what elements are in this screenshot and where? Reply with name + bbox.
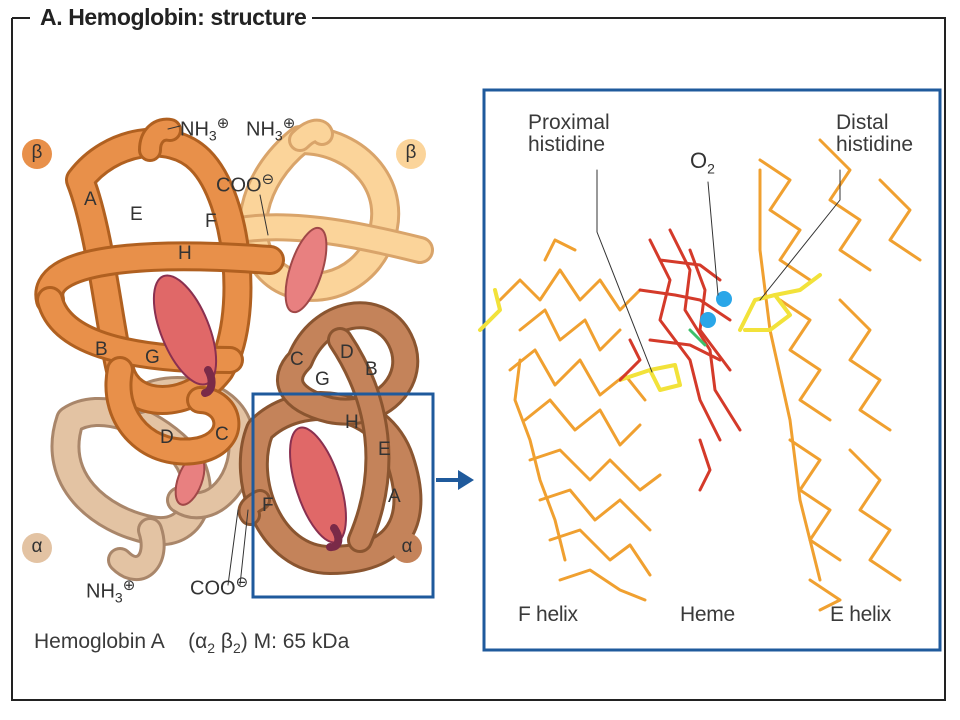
helix-letter: A bbox=[388, 486, 401, 507]
hemoglobin-tetramer bbox=[34, 117, 434, 586]
helix-letter: A bbox=[84, 189, 97, 210]
f-helix-label: F helix bbox=[518, 603, 578, 626]
helix-letter: H bbox=[178, 243, 192, 264]
helix-letter: E bbox=[130, 204, 143, 225]
oxygen-atom-1 bbox=[700, 312, 716, 328]
helix-letter: B bbox=[95, 339, 108, 360]
helix-letter: C bbox=[290, 349, 304, 370]
detail-molecule bbox=[478, 138, 922, 612]
coo-label-top: COO⊖ bbox=[216, 171, 275, 197]
subunit-badge-alpha-right: α bbox=[392, 533, 422, 563]
nh3-label-top-right: NH3⊕ bbox=[246, 115, 296, 144]
e-helix-structure bbox=[758, 138, 922, 612]
helix-letter: C bbox=[215, 424, 229, 445]
heme-disc-alpha-right-edge bbox=[326, 524, 343, 552]
coo-label-bottom: COO⊖ bbox=[190, 574, 249, 600]
figure-caption: Hemoglobin A (α2 β2) M: 65 kDa bbox=[34, 630, 350, 657]
o2-label: O2 bbox=[690, 148, 715, 177]
beta-chain-dark bbox=[34, 117, 285, 466]
zoom-arrow bbox=[436, 470, 474, 490]
heme-disc-beta-left-edge bbox=[201, 366, 216, 397]
oxygen-atom-2 bbox=[716, 291, 732, 307]
subunit-badge-alpha-left: α bbox=[22, 533, 52, 563]
helix-letter: D bbox=[340, 342, 354, 363]
distal-histidine-label: Distal histidine bbox=[836, 111, 914, 157]
heme-disc-beta-left bbox=[152, 274, 218, 386]
subunit-badge-beta-right: β bbox=[396, 139, 426, 169]
section-title: A. Hemoglobin: structure bbox=[34, 4, 313, 31]
helix-letter: F bbox=[205, 211, 217, 232]
helix-letter: E bbox=[378, 439, 391, 460]
helix-letter: F bbox=[262, 495, 274, 516]
heme-disc-beta-right bbox=[284, 226, 328, 314]
helix-letter: H bbox=[345, 412, 359, 433]
highlight-box bbox=[251, 392, 435, 599]
helix-letter: D bbox=[160, 427, 174, 448]
helix-letter: G bbox=[315, 369, 330, 390]
histidine-structures bbox=[478, 273, 822, 392]
beta-chain-light bbox=[226, 118, 434, 302]
helix-letter: B bbox=[365, 359, 378, 380]
heme-structure bbox=[618, 228, 742, 492]
e-helix-label: E helix bbox=[830, 603, 891, 626]
proximal-histidine-label: Proximal histidine bbox=[528, 111, 610, 157]
subunit-badge-beta-left: β bbox=[22, 139, 52, 169]
section-frame bbox=[11, 17, 946, 701]
helix-letter: G bbox=[145, 347, 160, 368]
heme-label: Heme bbox=[680, 603, 735, 626]
nh3-label-bottom: NH3⊕ bbox=[86, 577, 136, 606]
nh3-label-top-left: NH3⊕ bbox=[180, 115, 230, 144]
